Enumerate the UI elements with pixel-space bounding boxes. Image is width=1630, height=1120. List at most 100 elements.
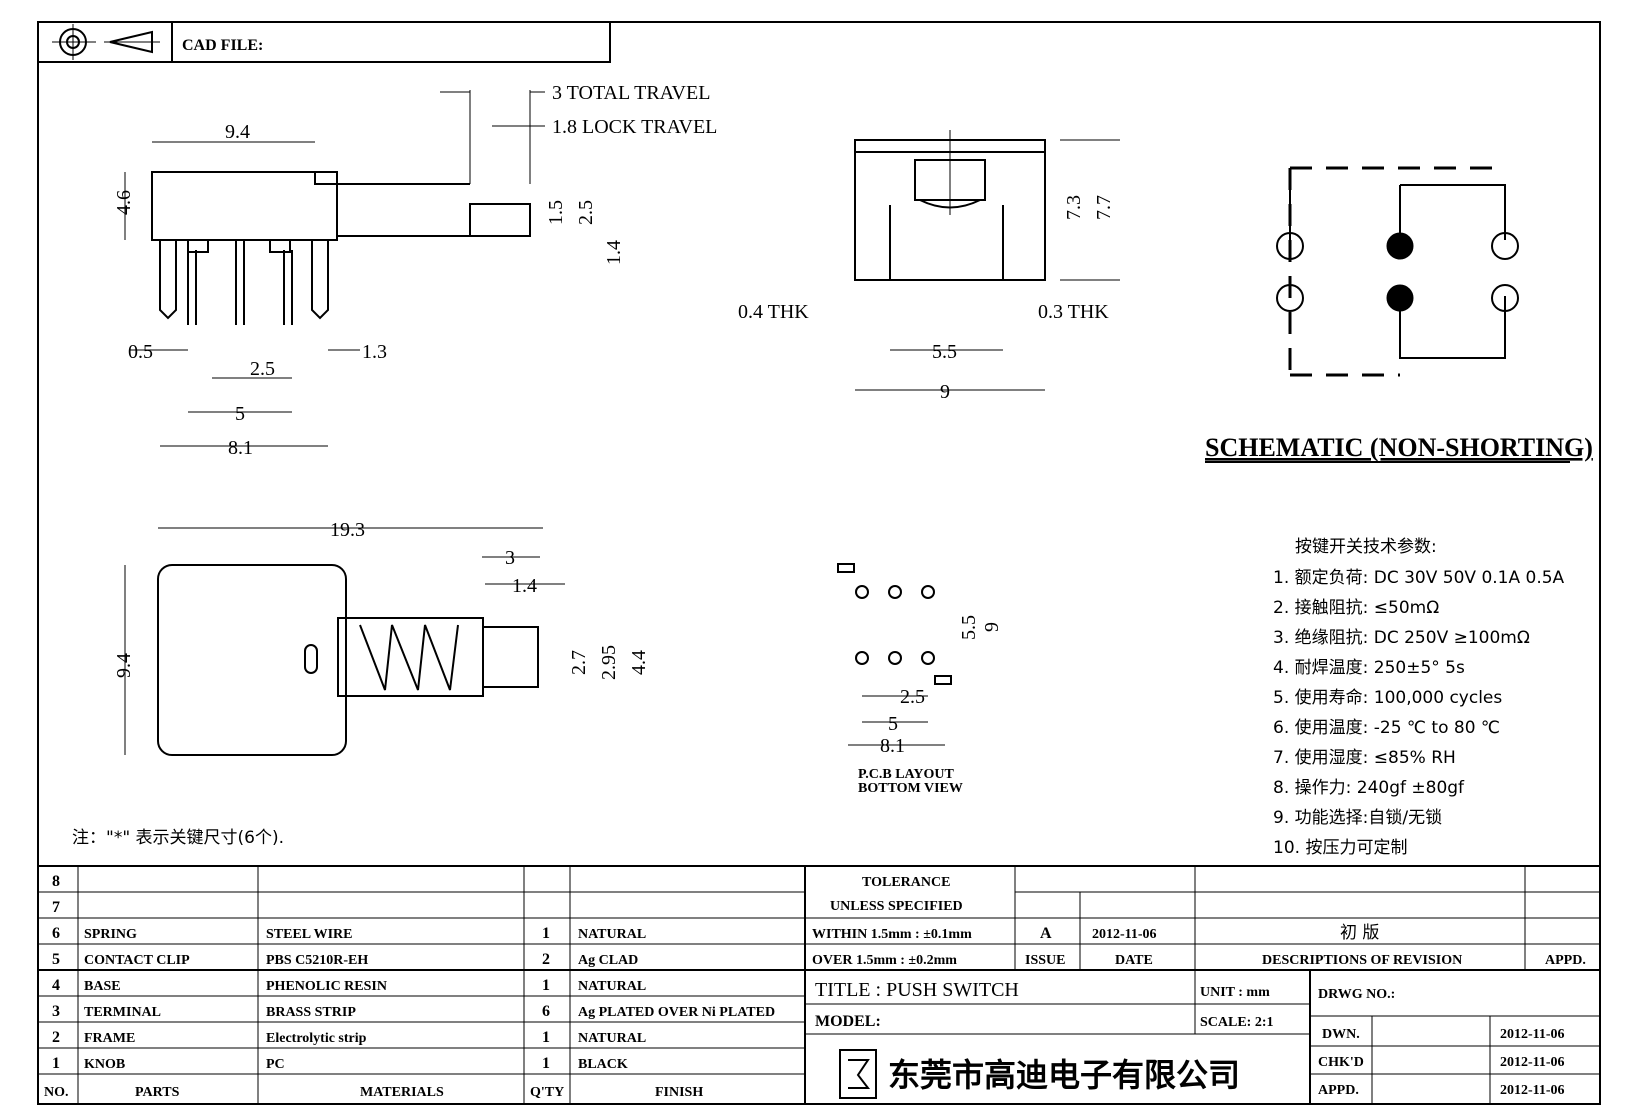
- dim-pin-width: 0.5: [128, 341, 153, 363]
- dim-pcb-9: 9: [981, 622, 1003, 632]
- dim-pcb-5: 5: [888, 713, 898, 735]
- spec-item: 9. 功能选择:自锁/无锁: [1273, 808, 1442, 828]
- dim-thk-0-3: 0.3 THK: [1038, 301, 1109, 323]
- unless-specified-label: UNLESS SPECIFIED: [830, 899, 963, 914]
- spec-item: 2. 接触阻抗: ≤50mΩ: [1273, 598, 1439, 618]
- appd2-label: APPD.: [1318, 1083, 1359, 1098]
- cad-file-label: CAD FILE:: [182, 37, 263, 54]
- svg-text:8: 8: [52, 873, 60, 890]
- schematic-terminal-2: [1386, 232, 1414, 260]
- svg-text:4: 4: [52, 977, 60, 994]
- drawing-border: [37, 21, 1601, 1105]
- svg-text:3: 3: [52, 1003, 60, 1020]
- schematic-terminal-4: [1276, 284, 1304, 312]
- dim-top-1-4: 1.4: [512, 575, 537, 597]
- svg-text:6: 6: [542, 1003, 550, 1020]
- svg-text:2: 2: [52, 1029, 60, 1046]
- front-view: 7.3 7.7 0.4 THK 0.3 THK 5.5 9: [738, 130, 1120, 403]
- svg-text:6: 6: [52, 925, 60, 942]
- pcb-bottom-view-label: BOTTOM VIEW: [858, 781, 963, 796]
- dim-side-height: 4.6: [113, 190, 135, 215]
- appd-date: 2012-11-06: [1500, 1083, 1565, 1098]
- dim-pin-end: 1.3: [362, 341, 387, 363]
- company-name: 东莞市高迪电子有限公司: [888, 1056, 1240, 1094]
- svg-text:1: 1: [542, 977, 550, 994]
- unit-label: UNIT : mm: [1200, 985, 1270, 1000]
- svg-text:BRASS STRIP: BRASS STRIP: [266, 1005, 356, 1020]
- dim-pcb-8-1: 8.1: [880, 735, 905, 757]
- title-block: TOLERANCE UNLESS SPECIFIED WITHIN 1.5mm …: [805, 866, 1600, 1104]
- drawing-number-label: DRWG NO.:: [1318, 987, 1395, 1002]
- dim-pitch-5: 5: [235, 403, 245, 425]
- svg-text:NATURAL: NATURAL: [578, 979, 646, 994]
- dim-19-3: 19.3: [330, 519, 365, 541]
- dim-3: 3: [505, 547, 515, 569]
- company-logo-icon: [839, 1049, 877, 1099]
- dim-2-95: 2.95: [598, 645, 620, 680]
- issue-label: ISSUE: [1025, 953, 1065, 968]
- dim-pcb-5-5: 5.5: [958, 615, 980, 640]
- spec-heading: 按键开关技术参数:: [1295, 537, 1437, 557]
- svg-text:NATURAL: NATURAL: [578, 1031, 646, 1046]
- spec-item: 5. 使用寿命: 100,000 cycles: [1273, 687, 1502, 708]
- bom-header-finish: FINISH: [655, 1085, 703, 1100]
- revision-description: 初 版: [1340, 923, 1379, 943]
- schematic-diagram: SCHEMATIC (NON-SHORTING): [1205, 166, 1593, 463]
- scale-label: SCALE: 2:1: [1200, 1015, 1274, 1030]
- bom-header-materials: MATERIALS: [360, 1085, 444, 1100]
- bom-header-no: NO.: [44, 1085, 69, 1100]
- dim-side-width-bottom: 8.1: [228, 437, 253, 459]
- pcb-layout-label: P.C.B LAYOUT: [858, 767, 954, 782]
- key-dimension-note: 注："*" 表示关键尺寸(6个).: [72, 828, 284, 848]
- dim-9-4: 9.4: [113, 653, 135, 678]
- pcb-layout: 5.5 9 2.5 5 8.1 P.C.B LAYOUT BOTTOM VIEW: [837, 563, 1003, 796]
- svg-text:FRAME: FRAME: [84, 1031, 135, 1046]
- dim-4-4: 4.4: [628, 650, 650, 675]
- header-box: CAD FILE:: [37, 21, 611, 63]
- issue-date: 2012-11-06: [1092, 927, 1157, 942]
- schematic-terminal-5: [1386, 284, 1414, 312]
- svg-text:1: 1: [52, 1055, 60, 1072]
- svg-text:STEEL WIRE: STEEL WIRE: [266, 927, 353, 942]
- model-label: MODEL:: [815, 1013, 881, 1030]
- chkd-label: CHK'D: [1318, 1055, 1364, 1070]
- dim-2-7: 2.7: [568, 650, 590, 675]
- spec-item: 1. 额定负荷: DC 30V 50V 0.1A 0.5A: [1273, 568, 1565, 588]
- tolerance-label: TOLERANCE: [862, 875, 950, 890]
- svg-text:Ag CLAD: Ag CLAD: [578, 953, 638, 968]
- svg-text:BASE: BASE: [84, 979, 121, 994]
- svg-text:Electrolytic strip: Electrolytic strip: [266, 1031, 367, 1046]
- dim-1-4: 1.4: [603, 240, 625, 265]
- chkd-date: 2012-11-06: [1500, 1055, 1565, 1070]
- svg-text:1: 1: [542, 1029, 550, 1046]
- bom-header-qty: Q'TY: [530, 1085, 564, 1100]
- dim-7-7: 7.7: [1093, 195, 1115, 220]
- drawing-title: TITLE : PUSH SWITCH: [815, 979, 1019, 1001]
- dim-1-5: 1.5: [545, 200, 567, 225]
- descriptions-label: DESCRIPTIONS OF REVISION: [1262, 953, 1462, 968]
- dim-5-5: 5.5: [932, 341, 957, 363]
- tolerance-over: OVER 1.5mm : ±0.2mm: [812, 953, 957, 968]
- date-label: DATE: [1115, 953, 1153, 968]
- svg-text:1: 1: [542, 1055, 550, 1072]
- dim-side-width-top: 9.4: [225, 121, 250, 143]
- tolerance-within: WITHIN 1.5mm : ±0.1mm: [812, 927, 972, 942]
- spec-item: 4. 耐焊温度: 250±5° 5s: [1273, 658, 1465, 678]
- svg-text:1: 1: [542, 925, 550, 942]
- issue-value: A: [1040, 925, 1052, 942]
- svg-text:7: 7: [52, 899, 60, 916]
- svg-text:5: 5: [52, 951, 60, 968]
- svg-text:TERMINAL: TERMINAL: [84, 1005, 161, 1020]
- dim-lock-travel: 1.8 LOCK TRAVEL: [552, 116, 717, 138]
- svg-text:SPRING: SPRING: [84, 927, 137, 942]
- svg-text:Ag PLATED OVER Ni PLATED: Ag PLATED OVER Ni PLATED: [578, 1005, 775, 1020]
- side-view: 9.4 4.6 3 TOTAL TRAVEL 1.8 LOCK TRAVEL 1…: [113, 82, 717, 459]
- dim-pitch: 2.5: [250, 358, 275, 380]
- dim-thk-0-4: 0.4 THK: [738, 301, 809, 323]
- spec-list: 按键开关技术参数: 1. 额定负荷: DC 30V 50V 0.1A 0.5A …: [1273, 537, 1565, 858]
- svg-text:2: 2: [542, 951, 550, 968]
- appd-label: APPD.: [1545, 953, 1586, 968]
- pcb-holes: [855, 585, 935, 665]
